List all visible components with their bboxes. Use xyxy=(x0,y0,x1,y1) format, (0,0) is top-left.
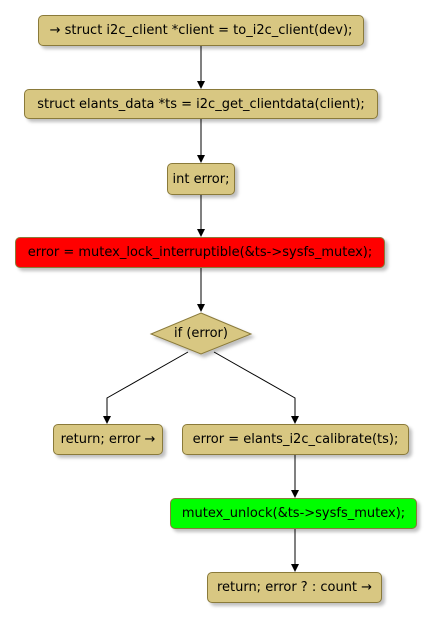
edge-decision-right xyxy=(213,351,299,424)
node-return-count: return; error ? : count → xyxy=(207,572,382,603)
node-mutex-unlock: mutex_unlock(&ts->sysfs_mutex); xyxy=(170,498,417,529)
node-get-client: → struct i2c_client *client = to_i2c_cli… xyxy=(38,15,364,46)
edge-decision-left xyxy=(103,351,189,424)
node-mutex-lock: error = mutex_lock_interruptible(&ts->sy… xyxy=(15,237,385,268)
decision-label: if (error) xyxy=(174,326,228,341)
node-return-error: return; error → xyxy=(53,424,163,455)
node-get-clientdata: struct elants_data *ts = i2c_get_clientd… xyxy=(24,89,378,119)
node-int-error: int error; xyxy=(167,163,235,195)
node-calibrate: error = elants_i2c_calibrate(ts); xyxy=(182,424,409,455)
decision-diamond xyxy=(149,312,253,355)
